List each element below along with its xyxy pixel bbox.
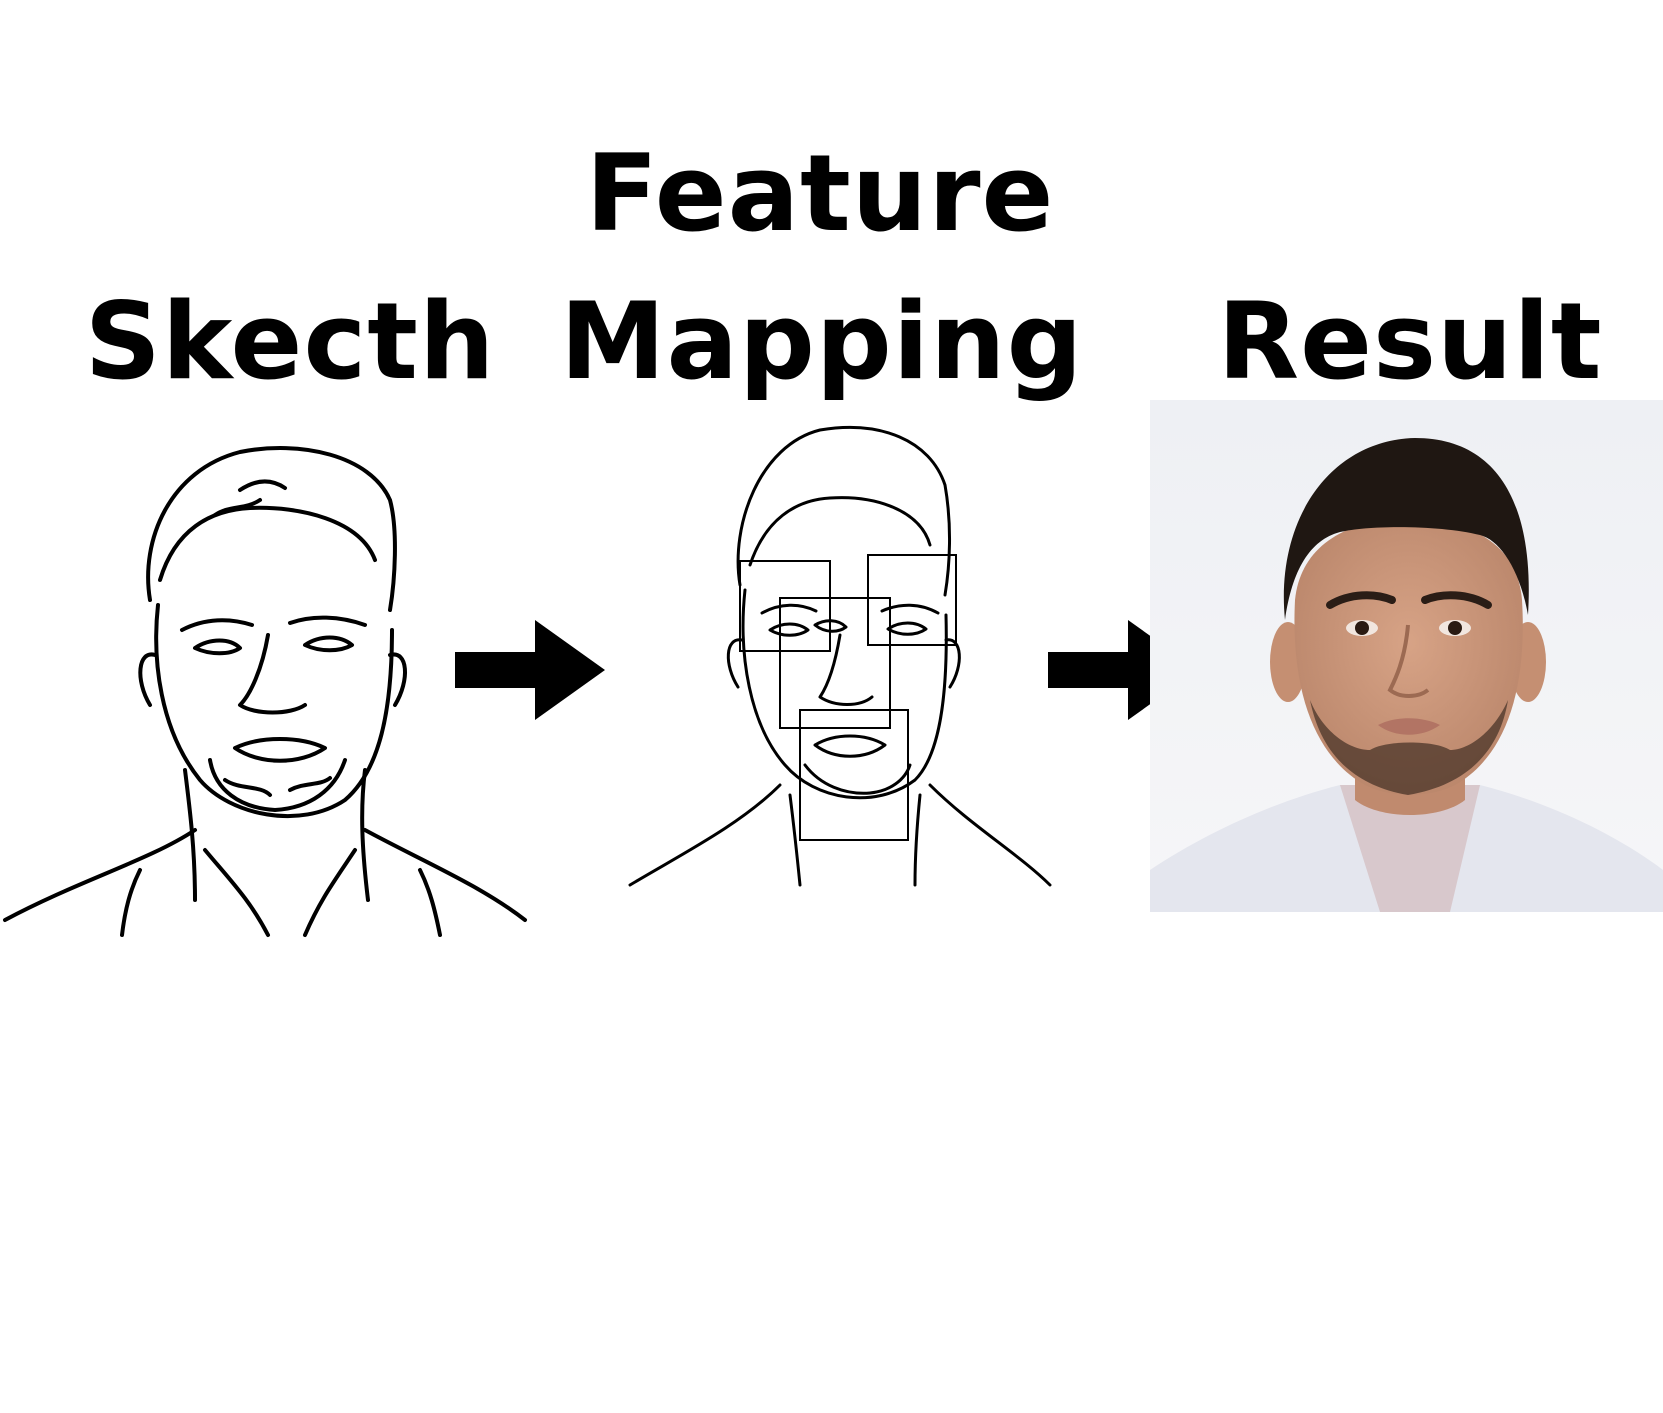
feature-label-line-2: Mapping	[560, 280, 1084, 403]
result-label: Result	[1217, 280, 1603, 403]
arrow-right-icon	[455, 620, 605, 720]
sketch-label: Skecth	[84, 280, 496, 403]
feature-label-line-1: Feature	[585, 132, 1055, 255]
feature-mapping-label: Feature Mapping	[560, 120, 1084, 416]
result-photo	[1150, 400, 1663, 912]
sketch-image	[0, 430, 530, 940]
feature-mapping-image	[620, 415, 1060, 925]
